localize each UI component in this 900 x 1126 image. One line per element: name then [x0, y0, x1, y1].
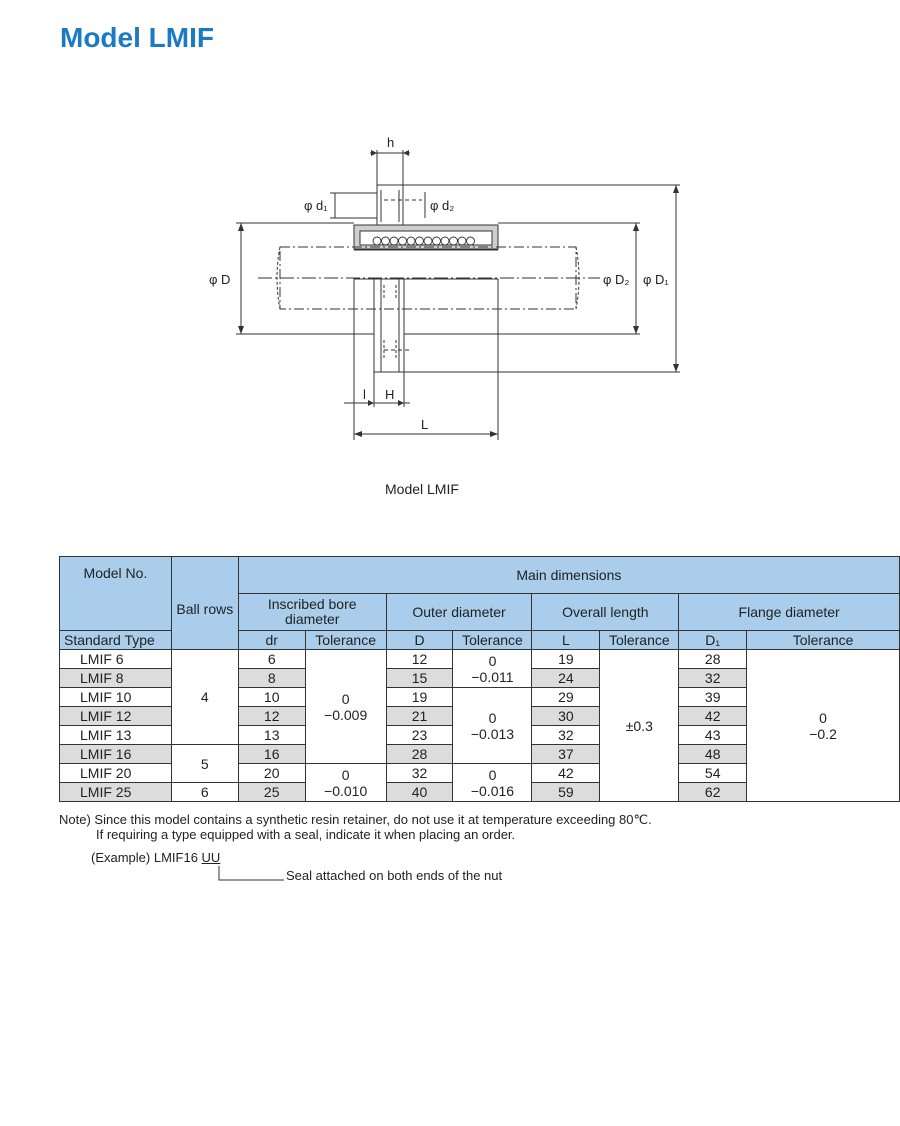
label-H: H: [385, 387, 394, 402]
cell-L: 59: [531, 782, 601, 802]
seal-note: Seal attached on both ends of the nut: [286, 868, 503, 883]
cell-L: 24: [531, 668, 601, 688]
cell-D1: 32: [678, 668, 748, 688]
cell-L: 29: [531, 687, 601, 707]
label-D2: φ D₂: [603, 272, 629, 287]
cell-L: 37: [531, 744, 601, 764]
label-h: h: [387, 135, 394, 150]
table-row: LMIF 8 8 15 24 32: [59, 668, 900, 688]
cell-D: 21: [385, 706, 454, 726]
cell-D1: 28: [678, 649, 748, 669]
cell-D1: 62: [678, 782, 748, 802]
cell-tol-L: ±0.3: [599, 649, 680, 802]
cell-D1: 39: [678, 687, 748, 707]
label-D: φ D: [209, 272, 230, 287]
header-tol-D1: Tolerance: [746, 630, 900, 650]
cell-tol-dr: 0−0.010: [304, 763, 387, 802]
cell-L: 30: [531, 706, 601, 726]
cell-model: LMIF 25: [59, 782, 172, 802]
cell-D1: 42: [678, 706, 748, 726]
cell-dr: 10: [237, 687, 306, 707]
example-prefix: (Example) LMIF16: [91, 850, 202, 865]
cell-tol-D: 0−0.013: [452, 687, 533, 764]
cell-dr: 12: [237, 706, 306, 726]
cell-D1: 48: [678, 744, 748, 764]
dimensions-table: Model No. Ball rows Main dimensions Insc…: [59, 556, 900, 802]
header-ball-rows: Ball rows: [170, 556, 239, 650]
header-flange: Flange diameter: [678, 593, 900, 631]
cell-model: LMIF 12: [59, 706, 172, 726]
header-main-dimensions: Main dimensions: [237, 556, 900, 594]
cell-ball-rows: 5: [170, 744, 239, 783]
header-row-1: Model No. Ball rows Main dimensions: [59, 556, 900, 650]
label-d1: φ d₁: [304, 198, 328, 213]
cell-dr: 25: [237, 782, 306, 802]
header-overall: Overall length: [531, 593, 680, 631]
note-line-2: If requiring a type equipped with a seal…: [96, 827, 516, 842]
cell-D: 23: [385, 725, 454, 745]
header-outer: Outer diameter: [385, 593, 533, 631]
cell-dr: 8: [237, 668, 306, 688]
cell-L: 32: [531, 725, 601, 745]
label-l: l: [363, 387, 366, 402]
label-d2: φ d₂: [430, 198, 454, 213]
example-suffix: UU: [201, 850, 221, 865]
cell-tol-dr: 0−0.009: [304, 649, 387, 764]
label-L: L: [421, 417, 428, 432]
cell-tol-D: 0−0.016: [452, 763, 533, 802]
table-row: LMIF 12 12 21 30 42: [59, 706, 900, 726]
table-row: LMIF 20 20 0−0.010 32 0−0.016 42 54: [59, 763, 900, 802]
cell-tol-D1: 0−0.2: [746, 649, 900, 802]
table-row: LMIF 6 4 6 0−0.009 12 0−0.011 19 ±0.3 28…: [59, 649, 900, 802]
page-title: Model LMIF: [60, 22, 214, 53]
note-line-1: Note) Since this model contains a synthe…: [59, 812, 652, 827]
label-D1: φ D₁: [643, 272, 669, 287]
cell-model: LMIF 8: [59, 668, 172, 688]
cell-D: 15: [385, 668, 454, 688]
table-row: LMIF 10 10 19 0−0.013 29 39: [59, 687, 900, 764]
cell-ball-rows: 6: [170, 782, 239, 802]
cell-D: 19: [385, 687, 454, 707]
header-D: D: [385, 630, 454, 650]
header-tol-D: Tolerance: [452, 630, 533, 650]
table-row: LMIF 13 13 23 32 43: [59, 725, 900, 745]
cell-D: 40: [385, 782, 454, 802]
notes: Note) Since this model contains a synthe…: [59, 812, 652, 842]
cell-model: LMIF 16: [59, 744, 172, 764]
figure-caption: Model LMIF: [385, 481, 459, 497]
header-tol-L: Tolerance: [599, 630, 680, 650]
order-example: (Example) LMIF16 UU: [91, 850, 220, 865]
table-row: LMIF 25 6 25 40 59 62: [59, 782, 900, 802]
header-model-no: Model No.: [59, 556, 172, 631]
cell-tol-D: 0−0.011: [452, 649, 533, 688]
header-standard-type: Standard Type: [59, 630, 172, 650]
technical-drawing: h φ d₁ φ d₂ φ D φ D₂ φ D₁ l H L: [209, 135, 680, 440]
header-D1: D₁: [678, 630, 748, 650]
